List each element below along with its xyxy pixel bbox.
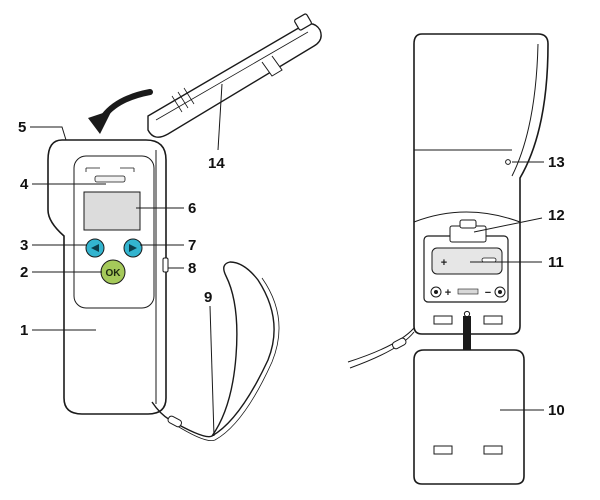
display-screen	[83, 191, 141, 231]
callout-14: 14	[208, 155, 225, 172]
callout-7: 7	[188, 237, 196, 254]
battery-cell	[431, 247, 503, 275]
back-side-edge	[511, 43, 539, 177]
leader-lines	[30, 83, 544, 437]
mouthpiece	[147, 13, 322, 138]
terminal-left-dot	[434, 290, 438, 294]
leader-9	[209, 305, 215, 437]
right-arrow-icon	[129, 244, 137, 252]
terminal-plus-mark: +	[445, 287, 451, 299]
callout-9: 9	[204, 289, 212, 306]
mouthpiece-body	[147, 23, 322, 138]
top-indicator-marks	[85, 167, 135, 172]
leader-14	[217, 83, 223, 151]
device-back: + + −	[347, 33, 549, 369]
curved-arrow-head	[88, 110, 112, 134]
mouthpiece-grip	[171, 87, 195, 113]
strap-cord-outer	[169, 261, 275, 438]
wrist-strap	[167, 261, 280, 442]
callout-labels: 1 2 3 4 5 6 7 8 9 10 11 12 13 14	[18, 119, 565, 419]
cover-slot-left	[433, 445, 453, 455]
mouthpiece-tip	[294, 13, 312, 31]
battery-cover	[413, 349, 525, 485]
terminal-right-dot	[498, 290, 502, 294]
callout-6: 6	[188, 200, 196, 217]
front-panel	[73, 155, 155, 309]
leader-5	[30, 126, 67, 141]
mouthpiece-clip	[261, 55, 283, 77]
cover-slot-right	[483, 445, 503, 455]
curved-arrow-shaft	[101, 89, 153, 119]
callout-13: 13	[548, 154, 565, 171]
compartment-arch	[413, 211, 521, 223]
side-switch	[162, 257, 169, 273]
battery-plus-mark: +	[441, 257, 447, 269]
back-lanyard-hole	[463, 310, 471, 318]
callout-1: 1	[20, 322, 28, 339]
mouthpiece-ridge	[155, 31, 309, 121]
callout-3: 3	[20, 237, 28, 254]
sensor-slot	[94, 175, 126, 183]
back-lanyard-cord	[347, 327, 415, 369]
latch-tab	[459, 219, 477, 229]
callout-8: 8	[188, 260, 196, 277]
callout-5: 5	[18, 119, 26, 136]
back-slot-left	[433, 315, 453, 325]
left-arrow-icon	[91, 244, 99, 252]
screw-hole	[505, 159, 511, 165]
callout-12: 12	[548, 207, 565, 224]
terminal-minus-mark: −	[485, 287, 491, 299]
callout-2: 2	[20, 264, 28, 281]
attach-arrow	[88, 89, 153, 134]
device-front: OK	[47, 139, 171, 421]
strap-slider	[167, 415, 183, 428]
leader-12	[473, 217, 543, 233]
callout-4: 4	[20, 176, 29, 193]
terminal-bar	[457, 288, 479, 295]
back-lanyard-slider	[391, 337, 407, 350]
callout-11: 11	[548, 254, 564, 271]
ok-button-label: OK	[106, 268, 122, 279]
back-slot-right	[483, 315, 503, 325]
strap-cord-inner	[173, 277, 280, 442]
battery-cover-body	[413, 349, 525, 485]
callout-10: 10	[548, 402, 565, 419]
battery-minus-mark	[481, 257, 497, 263]
